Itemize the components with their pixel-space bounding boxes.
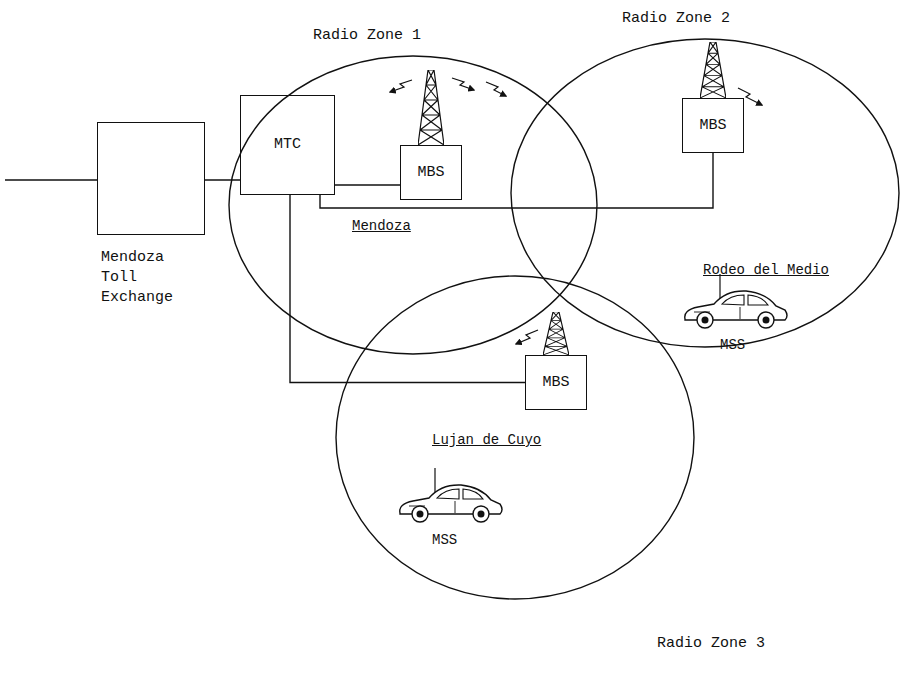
- zone-circle: [511, 39, 899, 347]
- antenna-tower: [543, 312, 569, 355]
- box-label: MTC: [274, 136, 301, 154]
- mobile-car: [400, 468, 502, 522]
- zone-title: Radio Zone 2: [622, 10, 730, 28]
- base-station-box: MBS: [400, 145, 462, 200]
- station-label: MSS: [720, 337, 745, 354]
- antenna-tower: [700, 42, 726, 98]
- base-station-box: MBS: [682, 98, 744, 153]
- zone-outline: [228, 55, 598, 355]
- trunk-connector: [335, 184, 400, 185]
- location-label: Mendoza: [352, 218, 411, 235]
- zone-title: Radio Zone 3: [657, 635, 765, 653]
- radio-zone: Radio Zone 1MTCMBS: [228, 55, 598, 355]
- box-label: MBS: [699, 117, 726, 135]
- radio-wave: [390, 78, 762, 344]
- location-label: Lujan de Cuyo: [432, 432, 541, 449]
- radio-zone: Radio Zone 2MBS: [510, 38, 900, 348]
- mobile-car: [685, 274, 787, 328]
- base-station-box: MBS: [525, 355, 587, 410]
- station-label: MSS: [432, 532, 457, 549]
- switching-center-box: MTC: [240, 95, 335, 195]
- zone-circle: [336, 276, 694, 599]
- trunk-connector: [205, 179, 240, 180]
- exchange-name: Mendoza Toll Exchange: [101, 248, 186, 308]
- antenna-tower: [418, 70, 444, 145]
- zone-outline: [510, 38, 900, 348]
- zone-circle: [229, 56, 597, 354]
- trunk-line: [5, 179, 97, 180]
- trunk-connector: [320, 153, 713, 208]
- zone-title: Radio Zone 1: [313, 27, 421, 45]
- location-label: Rodeo del Medio: [703, 262, 829, 279]
- exchange-box: Mendoza Toll Exchange: [97, 122, 205, 235]
- box-label: MBS: [417, 164, 444, 182]
- box-label: MBS: [542, 374, 569, 392]
